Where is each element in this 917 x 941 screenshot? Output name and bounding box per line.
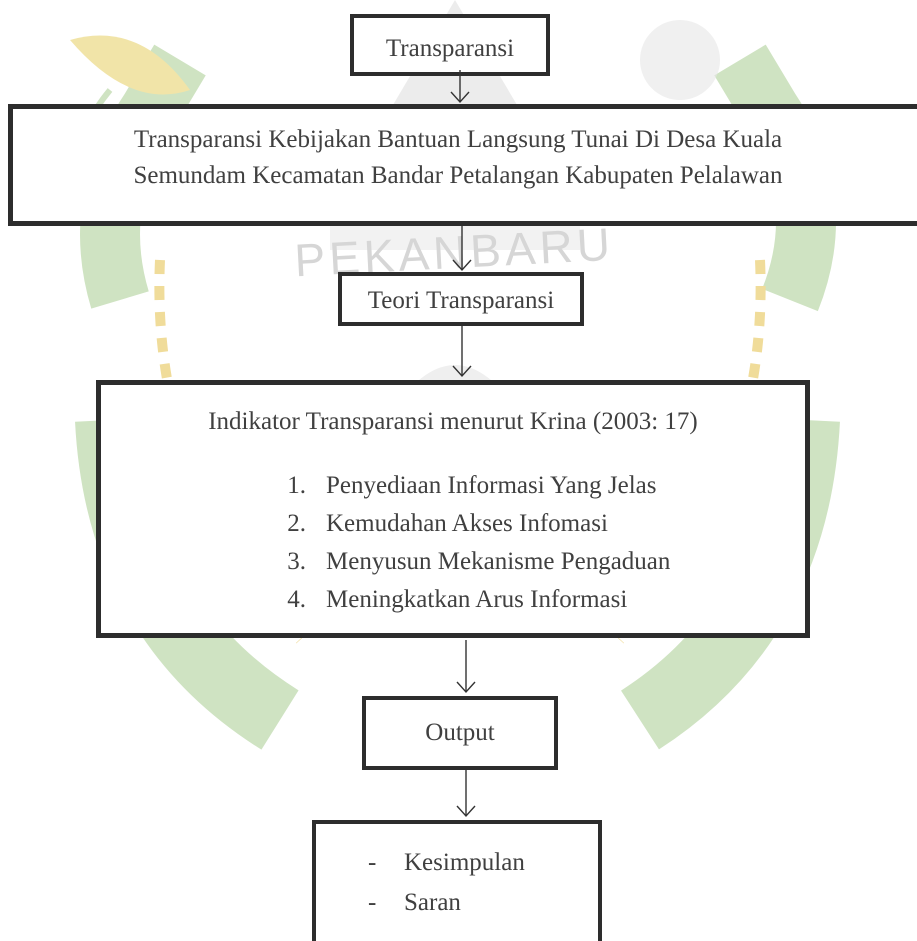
indikator-item-text: Penyediaan Informasi Yang Jelas <box>326 472 657 499</box>
arrow-kebijakan-to-teori <box>452 226 472 272</box>
node-output: Output <box>362 696 558 770</box>
arrow-teori-to-indikator <box>452 326 472 378</box>
node-teori: Teori Transparansi <box>338 272 584 326</box>
hasil-item-text: Kesimpulan <box>404 849 525 876</box>
node-output-label: Output <box>425 719 495 746</box>
indikator-item-number: 4. <box>287 586 306 613</box>
node-teori-label: Teori Transparansi <box>367 287 555 314</box>
node-kebijakan-line2: Semundam Kecamatan Bandar Petalangan Kab… <box>133 162 783 189</box>
node-kebijakan-line1: Transparansi Kebijakan Bantuan Langsung … <box>133 126 783 153</box>
arrow-indikator-to-output <box>456 640 476 694</box>
indikator-item-text: Meningkatkan Arus Informasi <box>326 586 628 613</box>
node-kebijakan: Transparansi Kebijakan Bantuan Langsung … <box>8 104 917 226</box>
arrow-output-to-hasil <box>456 770 476 818</box>
node-transparansi: Transparansi <box>350 14 550 76</box>
node-indikator-title: Indikator Transparansi menurut Krina (20… <box>208 408 698 435</box>
indikator-item-text: Kemudahan Akses Infomasi <box>326 510 608 537</box>
indikator-item-number: 2. <box>287 510 306 537</box>
hasil-item-bullet: - <box>368 849 377 876</box>
node-indikator: Indikator Transparansi menurut Krina (20… <box>96 380 810 638</box>
hasil-item-bullet: - <box>368 889 377 916</box>
arrow-transparansi-to-kebijakan <box>450 70 470 104</box>
indikator-item-text: Menyusun Mekanisme Pengaduan <box>326 548 671 575</box>
indikator-item-number: 3. <box>287 548 306 575</box>
node-transparansi-label: Transparansi <box>385 35 515 62</box>
node-hasil: - Kesimpulan - Saran <box>312 820 602 941</box>
indikator-item-number: 1. <box>287 472 306 499</box>
hasil-item-text: Saran <box>404 889 461 916</box>
